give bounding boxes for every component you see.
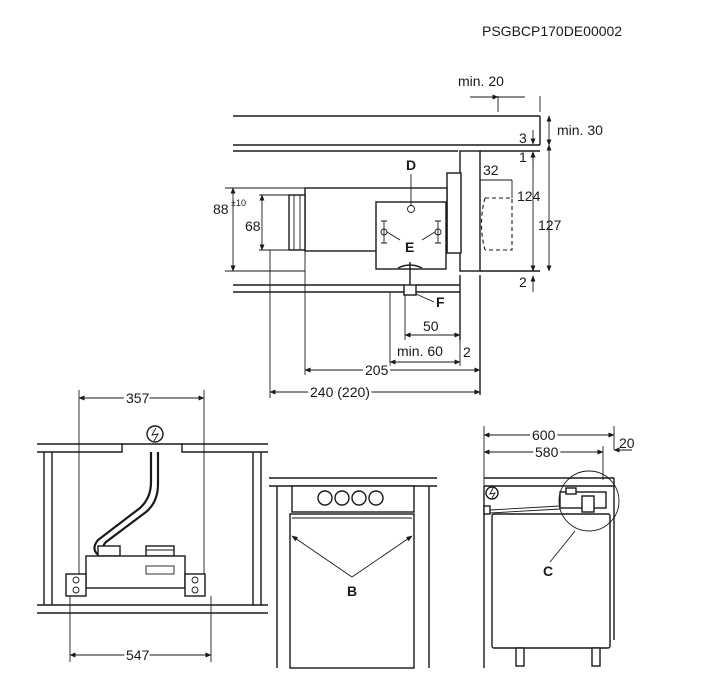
label-e: E [405, 239, 414, 255]
bl-cable-inner [102, 452, 160, 553]
dim-3: 3 [519, 130, 527, 146]
br-detail-bracket [581, 495, 595, 513]
bl-unit-top-block [145, 545, 175, 557]
slot-left [381, 220, 387, 244]
bm-knob-2 [334, 490, 350, 506]
bl-worktop-left [37, 443, 123, 453]
bottom-right-view: 600 20 580 C [483, 425, 635, 668]
br-detail-connector [565, 487, 577, 495]
br-label-c: C [543, 563, 553, 579]
dim-min30: min. 30 [557, 122, 603, 138]
br-foot-right [591, 647, 601, 667]
br-cable [489, 505, 561, 511]
dim-240: 240 (220) [310, 384, 370, 400]
dim-50: 50 [423, 318, 439, 334]
dim-min20: min. 20 [458, 73, 504, 89]
bl-cable-outer [93, 452, 153, 557]
dim-1: 1 [519, 149, 527, 165]
br-cable-2 [489, 508, 561, 514]
br-power-icon [485, 486, 499, 500]
bm-sides [276, 486, 430, 668]
bl-right-side [252, 452, 262, 605]
leader-f [415, 293, 435, 303]
bl-bracket-left [65, 573, 87, 597]
dim-127: 127 [538, 217, 562, 233]
br-oven-body [491, 513, 611, 649]
bracket-arrows [386, 231, 436, 241]
bl-bracket-right-screw2 [191, 586, 199, 594]
bm-arrow-b-left [291, 535, 353, 578]
br-bolt-icon [489, 487, 496, 499]
dim-2-right: 2 [519, 274, 527, 290]
hob-front-plate [446, 172, 462, 254]
hood-connector [288, 194, 306, 251]
br-dim-20: 20 [619, 435, 635, 451]
front-panel [459, 150, 481, 272]
bl-unit-label [145, 565, 175, 575]
dim-2-bottom: 2 [463, 344, 471, 360]
mounting-bracket [375, 201, 447, 270]
bl-worktop-right [181, 443, 268, 453]
bl-cable-plug [97, 545, 121, 557]
br-plug [483, 505, 491, 515]
bl-bracket-left-screw [72, 576, 80, 584]
clamp-foot [403, 284, 417, 296]
br-cabinet-sides [483, 486, 615, 668]
br-detail-circle [558, 470, 620, 532]
dim-min60: min. 60 [397, 343, 443, 359]
br-foot-left [515, 647, 525, 667]
document-code: PSGBCP170DE00002 [482, 23, 622, 39]
screw-d [407, 205, 415, 213]
hidden-handle [485, 197, 513, 251]
dim-88-tolerance: ±10 [231, 198, 246, 208]
bl-dim-547: 547 [126, 647, 150, 663]
bottom-left-view: 357 547 [37, 388, 268, 666]
dim-68: 68 [245, 218, 261, 234]
bm-knob-4 [368, 490, 384, 506]
top-side-view: min. 20 3 min. 30 1 32 124 127 2 88 ±10 … [213, 73, 603, 403]
bottom-middle-view: B [269, 477, 437, 669]
bl-bracket-right-screw [191, 576, 199, 584]
br-dim-600: 600 [532, 427, 556, 443]
bl-bracket-right [184, 573, 206, 597]
bm-knob-3 [351, 490, 367, 506]
bl-bolt-icon [151, 427, 159, 442]
dim-88: 88 [213, 201, 229, 217]
br-leader-c [549, 530, 576, 563]
bl-dim-357: 357 [126, 390, 150, 406]
bl-shelf [37, 604, 268, 614]
dim-32: 32 [483, 162, 499, 178]
bl-motor-unit [85, 555, 186, 589]
br-worktop [484, 477, 615, 487]
bm-worktop [269, 477, 437, 487]
br-dim-580: 580 [535, 444, 559, 460]
bm-knob-1 [317, 490, 333, 506]
dim-205: 205 [365, 362, 389, 378]
bl-bracket-left-screw2 [72, 586, 80, 594]
hidden-handle-curve [480, 197, 486, 251]
slot-right [435, 220, 441, 244]
bl-left-side [43, 452, 53, 605]
label-f: F [436, 294, 445, 310]
bl-power-icon [146, 425, 164, 443]
bm-arrow-b-right [351, 535, 413, 578]
bm-oven-door [289, 513, 415, 669]
bm-label-b: B [347, 583, 357, 599]
label-d: D [406, 157, 416, 173]
dim-124: 124 [517, 188, 541, 204]
